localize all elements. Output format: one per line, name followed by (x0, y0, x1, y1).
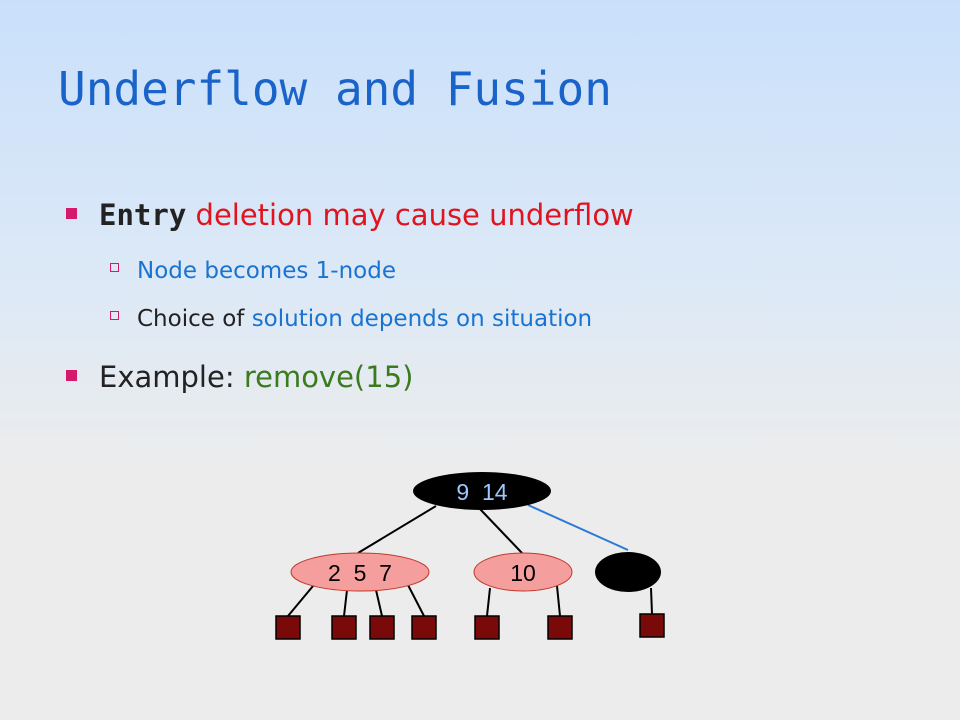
leaf-node (275, 615, 301, 640)
example-remove-call: remove(15) (243, 360, 414, 394)
subbullet-choice-of-solution: Choice of solution depends on situation (110, 306, 592, 332)
leaf-node (369, 615, 395, 640)
square-bullet-icon (66, 369, 77, 381)
leaf-node (547, 615, 573, 640)
leaf-node (331, 615, 357, 640)
edge-root-right-highlight (527, 504, 629, 551)
entry-deletion-text: deletion may cause underflow (186, 198, 634, 232)
choice-of-prefix: Choice of (137, 306, 252, 332)
child-node-right-empty (595, 552, 661, 592)
node-becomes-text: Node becomes 1-node (137, 258, 396, 284)
edge-leaf (407, 584, 425, 617)
hollow-square-bullet-icon (110, 311, 119, 320)
root-node-keys: 9 14 (456, 479, 507, 505)
bullet-example: Example: remove(15) (66, 360, 413, 394)
edge-leaf (650, 587, 653, 615)
child-node-middle-keys: 10 (510, 560, 536, 586)
leaf-node (639, 613, 665, 638)
solution-depends-text: solution depends on situation (251, 306, 593, 332)
root-node (413, 472, 551, 510)
edge-leaf (343, 589, 348, 617)
edge-leaf (375, 589, 383, 617)
subbullet-node-becomes: Node becomes 1-node (110, 258, 396, 284)
edge-root-middle (479, 508, 523, 554)
example-prefix: Example: (99, 360, 244, 394)
leaf-node (474, 615, 500, 640)
page-title: Underflow and Fusion (58, 62, 612, 116)
child-node-left (290, 552, 430, 592)
square-bullet-icon (66, 207, 77, 219)
hollow-square-bullet-icon (110, 263, 119, 272)
leaf-node (411, 615, 437, 640)
child-node-left-keys: 2 5 7 (328, 560, 392, 586)
edge-leaf (556, 585, 561, 617)
bullet-entry-deletion: Entry deletion may cause underflow (66, 198, 634, 232)
child-node-middle (473, 552, 573, 592)
edge-leaf (287, 585, 314, 617)
edge-root-left (357, 505, 437, 554)
edge-leaf (486, 587, 491, 617)
entry-code: Entry (99, 198, 187, 232)
